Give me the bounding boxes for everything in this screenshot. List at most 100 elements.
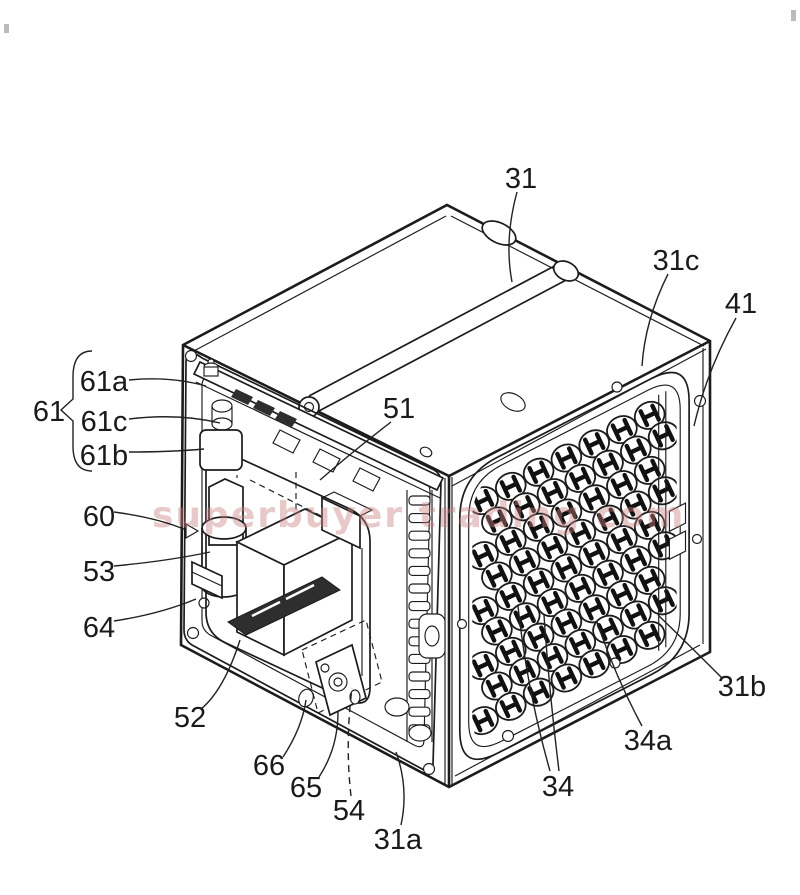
- cell-terminal-glyph-H: [513, 605, 536, 629]
- retainer-clip-60: [185, 522, 200, 540]
- scan-artifact: [791, 10, 796, 21]
- flange-bolt-hole: [198, 597, 210, 609]
- boss: [408, 724, 432, 742]
- face-bolt-hole: [611, 381, 623, 393]
- cell-terminal-glyph-H: [610, 637, 634, 662]
- cell-terminal-glyph-H: [582, 597, 606, 621]
- flange-bolt-hole: [186, 626, 200, 640]
- case-right-face: [456, 371, 707, 761]
- leader-52: [200, 639, 241, 710]
- leader-65: [318, 711, 339, 778]
- ref-label-61b: 61b: [80, 440, 128, 472]
- cell-terminal-glyph-H: [527, 460, 550, 484]
- reference-labels: 31 31c 41 61a 61c 61b 61 60 53 64 52 66 …: [33, 163, 766, 856]
- cell-terminal-glyph-H: [555, 666, 578, 690]
- leader-61a: [128, 378, 207, 387]
- cell-terminal-glyph-H: [596, 617, 620, 641]
- cell-terminal-glyph-H: [555, 611, 578, 635]
- ref-label-64: 64: [83, 612, 115, 644]
- ref-label-65: 65: [290, 772, 322, 804]
- ref-label-61a: 61a: [80, 366, 129, 398]
- ref-label-52: 52: [174, 702, 206, 734]
- ref-label-53: 53: [83, 556, 115, 588]
- cell-terminal-glyph-H: [499, 694, 523, 719]
- leader-51: [319, 421, 392, 481]
- terminal-slot: [275, 411, 297, 427]
- cell-terminal-glyph-H: [472, 653, 495, 678]
- fin: [408, 548, 431, 559]
- cell-terminal-glyph-H: [582, 432, 606, 456]
- cell-terminal-glyph-H: [624, 493, 648, 517]
- leader-34: [517, 605, 551, 772]
- ref-label-66: 66: [253, 750, 285, 782]
- cell-terminal-glyph-H: [624, 603, 648, 627]
- leader-31b: [657, 614, 723, 679]
- flange-bolt-hole: [184, 349, 198, 363]
- top-rib: [308, 261, 563, 397]
- leader-60: [113, 511, 187, 531]
- terminal-slot: [253, 400, 275, 416]
- ref-label-34: 34: [542, 771, 574, 803]
- fin: [408, 601, 431, 612]
- cell-terminal-glyph-H: [638, 568, 661, 593]
- ref-label-31: 31: [505, 163, 537, 195]
- ref-label-60: 60: [83, 501, 115, 533]
- fin: [408, 565, 431, 576]
- fin: [408, 495, 431, 506]
- cell-terminal-glyph-H: [485, 674, 509, 698]
- cell-terminal-glyph-H: [527, 625, 550, 649]
- leader-34: [543, 614, 560, 772]
- watermark-text: superbuyer trading com: [152, 495, 685, 536]
- ref-label-51: 51: [383, 393, 415, 425]
- fin: [408, 671, 431, 682]
- inner-frame-bar-51: [192, 360, 445, 499]
- cell-terminal-glyph-H: [499, 474, 523, 499]
- cell-frame-41-outer: [458, 371, 690, 761]
- leader-64: [113, 598, 197, 622]
- top-edge-boss: [481, 220, 517, 246]
- cell-terminal-glyph-H: [472, 708, 495, 733]
- cell-terminal-glyph-H: [569, 521, 592, 546]
- cell-terminal-glyph-H: [485, 564, 509, 588]
- leader-31a: [395, 751, 405, 826]
- cell-terminal-glyph-H: [610, 527, 634, 552]
- cell-terminal-glyph-H: [638, 623, 661, 648]
- ref-label-34a: 34a: [624, 725, 673, 757]
- cell-terminal-glyph-H: [499, 639, 523, 664]
- bracket-65: [314, 643, 368, 717]
- leader-61c: [128, 416, 221, 424]
- ref-label-31a: 31a: [374, 824, 423, 856]
- cell-terminal-glyph-H: [472, 543, 495, 568]
- cell-terminal-glyph-H: [582, 652, 606, 676]
- cell-terminal-glyph-H: [499, 584, 523, 609]
- bracket-64: [191, 560, 223, 600]
- fin: [408, 530, 431, 541]
- ref-label-61: 61: [33, 396, 65, 428]
- fin: [408, 706, 431, 717]
- cell-terminal-glyph-H: [541, 480, 564, 505]
- leader-53: [113, 551, 211, 567]
- leader-61b: [128, 448, 205, 453]
- cell-terminal-glyph-H: [652, 424, 675, 448]
- cell-terminal-glyph-H: [624, 548, 648, 572]
- cell-terminal-glyph-H: [638, 458, 661, 483]
- cell-terminal-glyph-H: [472, 598, 495, 623]
- terminal-slot: [231, 389, 253, 405]
- leader-31: [508, 191, 518, 283]
- cell-terminal-glyph-H: [569, 466, 592, 491]
- plate-behind-box: [321, 496, 361, 550]
- cell-terminal-glyph-H: [652, 589, 675, 613]
- terminal-body-61b: [199, 429, 243, 471]
- cell-terminal-glyph-H: [596, 452, 620, 476]
- cell-terminal-glyph-H: [541, 535, 564, 560]
- cell-terminal-glyph-H: [499, 529, 523, 554]
- cell-terminal-glyph-H: [638, 403, 661, 428]
- cell-terminal-glyph-H: [555, 446, 578, 470]
- slotted-plate: [227, 576, 341, 636]
- bus-block: [668, 530, 687, 561]
- leader-41: [693, 317, 737, 427]
- cell-terminal-glyph-H: [527, 515, 550, 539]
- leader-31c: [641, 273, 669, 367]
- cell-terminal-glyph-H: [638, 513, 661, 538]
